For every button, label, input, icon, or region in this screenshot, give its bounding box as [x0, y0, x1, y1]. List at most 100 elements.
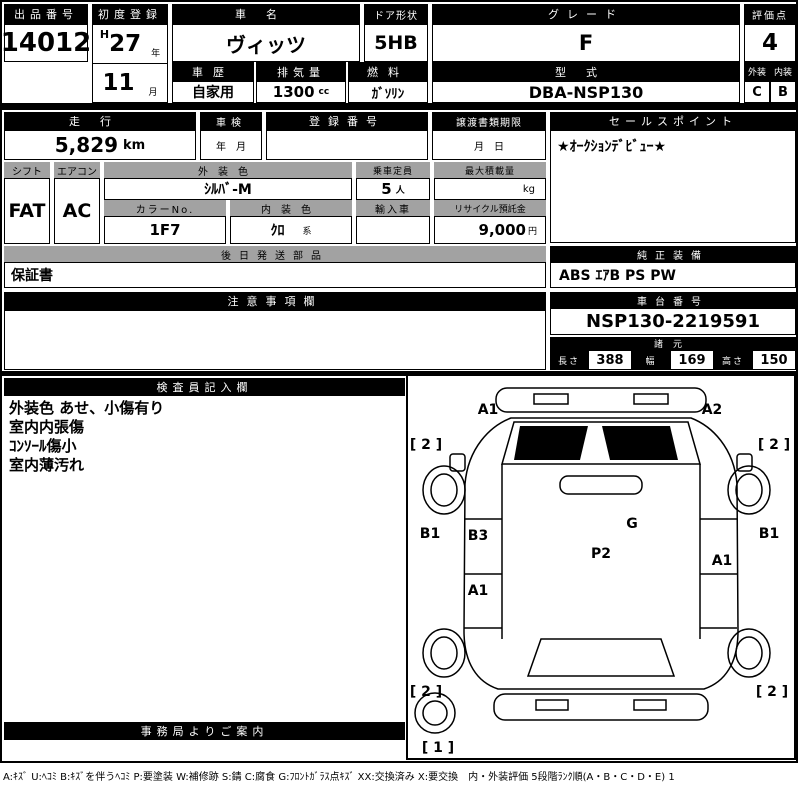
displacement-unit: cc: [318, 87, 330, 97]
equipment-header: 純正装備: [550, 246, 796, 262]
int-color-suffix: 系: [302, 226, 312, 237]
first-reg-year-cell: H 27 年: [92, 24, 168, 64]
sheet-frame: [0, 0, 798, 763]
diagram-label-G: G: [626, 516, 638, 532]
inspector-notes: 外装色 あせ、小傷有り 室内内張傷 ｺﾝｿｰﾙ傷小 室内薄汚れ: [4, 396, 405, 720]
mileage-value: 5,829: [54, 133, 119, 157]
exterior-score-header: 外装: [744, 62, 770, 81]
aircon-value: AC: [54, 178, 100, 244]
auction-no-value: 14012: [1, 24, 91, 62]
divider-band-1: [0, 103, 798, 110]
mileage-header: 走行: [4, 112, 196, 130]
inspection-value: 年 月: [200, 130, 262, 160]
diagram-label-2: [ 2 ]: [758, 437, 790, 453]
chassis-no-value: NSP130-2219591: [550, 308, 796, 335]
office-header: 事務局よりご案内: [4, 722, 405, 740]
diagram-label-B1: B1: [759, 526, 779, 542]
int-color-value: ｸﾛ: [270, 223, 285, 239]
model-code-value: DBA-NSP130: [432, 81, 740, 103]
fuel-header: 燃料: [348, 62, 428, 81]
transfer-deadline-value: 月 日: [432, 130, 546, 160]
displacement-header: 排気量: [256, 62, 346, 81]
width-value: 169: [670, 350, 714, 370]
import-car-value: [356, 216, 430, 244]
diagram-label-2: [ 2 ]: [410, 437, 442, 453]
recycle-deposit-cell: 9,000 円: [434, 216, 546, 244]
int-color-value-cell: ｸﾛ 系: [230, 216, 352, 244]
score-value: 4: [744, 24, 796, 62]
import-car-header: 輸入車: [356, 200, 430, 216]
exterior-score-value: C: [744, 81, 770, 103]
era-letter: H: [99, 28, 110, 41]
mileage-unit: km: [123, 137, 146, 153]
diagram-label-A2: A2: [702, 402, 723, 418]
displacement-value: 1300: [272, 83, 315, 101]
color-no-header: カラーNo.: [104, 200, 226, 216]
inspector-note-line: 室内薄汚れ: [9, 456, 85, 474]
first-reg-month: 11: [102, 70, 135, 96]
transfer-deadline-header: 譲渡書類期限: [432, 112, 546, 130]
inspection-header: 車検: [200, 112, 262, 130]
aircon-header: エアコン: [54, 162, 100, 178]
diagram-label-A1: A1: [478, 402, 499, 418]
capacity-unit: 人: [395, 185, 405, 196]
length-value: 388: [588, 350, 632, 370]
equipment-value: ABS ｴｱB PS PW: [550, 262, 796, 288]
diagram-label-P2: P2: [591, 546, 611, 562]
shift-value: FAT: [4, 178, 50, 244]
chassis-no-header: 車台番号: [550, 292, 796, 308]
later-parts-header: 後日発送部品: [4, 246, 546, 262]
spare-tire: [414, 692, 456, 734]
displacement-value-cell: 1300 cc: [256, 81, 346, 103]
car-name-header: 車名: [172, 4, 360, 24]
color-no-value: 1F7: [104, 216, 226, 244]
interior-score-header: 内装: [770, 62, 796, 81]
ext-color-header: 外装色: [104, 162, 352, 178]
door-shape-header: ドア形状: [364, 4, 428, 24]
inspector-note-line: ｺﾝｿｰﾙ傷小: [9, 437, 77, 455]
specs-header: 諸元: [550, 337, 796, 350]
diagram-label-A1: A1: [712, 553, 733, 569]
score-header: 評価点: [744, 4, 796, 24]
max-load-unit: kg: [522, 183, 535, 195]
max-load-value-cell: kg: [434, 178, 546, 200]
diagram-label-B3: B3: [468, 528, 488, 544]
capacity-value: 5: [381, 180, 392, 198]
ext-color-value: ｼﾙﾊﾞ-M: [104, 178, 352, 200]
height-label: 高さ: [714, 350, 752, 370]
first-reg-header: 初度登録: [92, 4, 168, 24]
inspector-header: 検査員記入欄: [4, 378, 405, 396]
later-parts-value: 保証書: [4, 262, 546, 288]
diagram-label-A1: A1: [468, 583, 489, 599]
grade-header: グレード: [432, 4, 740, 24]
car-outline: [449, 387, 753, 721]
caution-header: 注意事項欄: [4, 292, 546, 310]
inspector-note-line: 室内内張傷: [9, 418, 85, 436]
auction-no-header: 出品番号: [4, 4, 88, 24]
door-shape-value: 5HB: [364, 24, 428, 62]
model-code-header: 型式: [432, 62, 740, 81]
year-unit: 年: [151, 49, 161, 59]
fuel-value: ｶﾞｿﾘﾝ: [348, 81, 428, 103]
recycle-deposit-header: リサイクル預託金: [434, 200, 546, 216]
month-unit: 月: [148, 88, 158, 98]
shift-header: シフト: [4, 162, 50, 178]
recycle-deposit-unit: 円: [527, 226, 537, 237]
mileage-value-cell: 5,829 km: [4, 130, 196, 160]
car-name-value: ヴィッツ: [172, 24, 360, 62]
divider-band-2: [0, 371, 798, 376]
diagram-label-1: [ 1 ]: [422, 740, 454, 756]
interior-score-value: B: [770, 81, 796, 103]
first-reg-month-cell: 11 月: [92, 63, 168, 103]
height-value: 150: [752, 350, 796, 370]
diagram-label-2: [ 2 ]: [410, 684, 442, 700]
reg-no-value: [266, 130, 428, 160]
office-area: [4, 740, 405, 760]
sales-point-header: セールスポイント: [550, 112, 796, 130]
grade-value: F: [432, 24, 740, 62]
caution-area: [4, 310, 546, 370]
reg-no-header: 登録番号: [266, 112, 428, 130]
